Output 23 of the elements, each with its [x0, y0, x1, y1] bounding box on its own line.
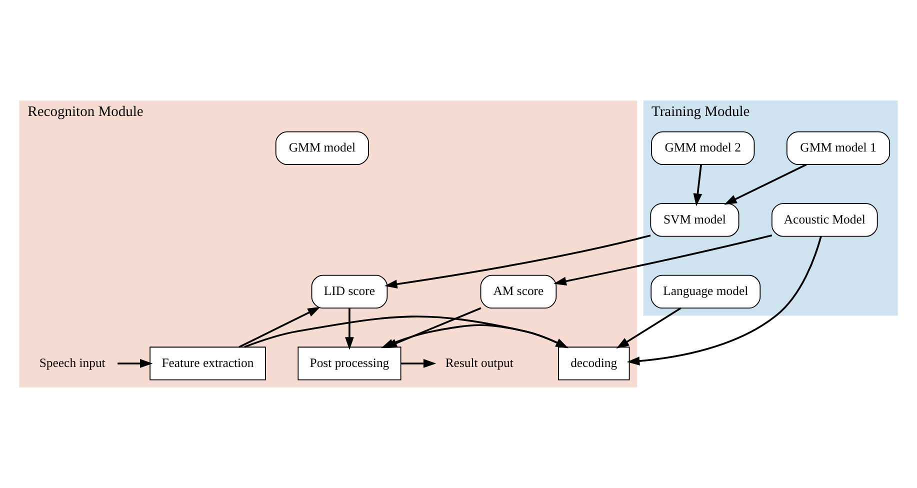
- arrow: [118, 359, 153, 368]
- arrow: [693, 164, 702, 206]
- node-box: Post processing: [298, 346, 402, 380]
- node-box: GMM model 2: [651, 131, 755, 165]
- node-box: GMM model: [275, 131, 369, 165]
- arrow: [626, 236, 822, 366]
- node-box: Acoustic Model: [772, 203, 878, 237]
- node-text: Speech input: [39, 356, 106, 370]
- arrow: [384, 234, 651, 289]
- node-box: GMM model 1: [786, 131, 890, 165]
- node-text: Result output: [445, 356, 514, 370]
- node-box: AM score: [480, 274, 557, 308]
- node-box: Feature extraction: [150, 346, 266, 380]
- arrow: [401, 359, 436, 368]
- arrow: [238, 306, 320, 348]
- node-box: SVM model: [650, 203, 740, 237]
- arrow: [616, 307, 682, 349]
- node-box: decoding: [558, 346, 630, 380]
- node-box: LID score: [311, 274, 388, 308]
- node-box: Language model: [650, 274, 761, 308]
- arrow: [554, 234, 772, 286]
- arrow: [724, 164, 807, 205]
- arrow: [345, 308, 354, 350]
